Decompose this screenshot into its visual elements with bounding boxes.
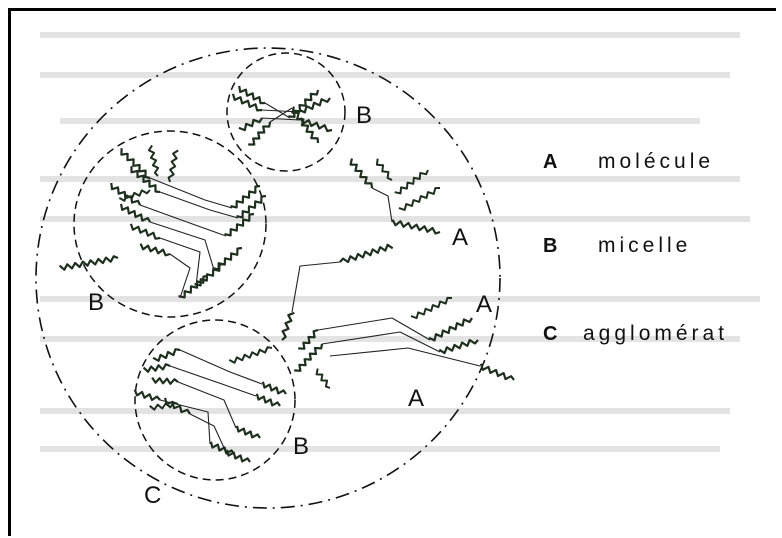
chain-micelle-bottom-1-backbone	[180, 350, 262, 384]
chain-micelle-bottom-2-tail	[144, 364, 170, 372]
chain-micelle-left-2-backbone	[160, 192, 238, 218]
chain-micelle-bottom-1-tail	[153, 349, 180, 361]
chain-micelle-left-tail-extra-1	[149, 145, 158, 176]
chain-micelle-bottom-4-tail	[135, 390, 160, 400]
chain-micelle-top-3-tail	[239, 86, 265, 103]
chain-micelle-left-1-tail	[121, 148, 150, 178]
legend-term-micelle: micelle	[598, 234, 691, 257]
label-molecule-2: A	[476, 291, 492, 318]
chain-micelle-bottom-1-tail	[263, 382, 286, 394]
chain-molecule-a2-backbone	[292, 262, 340, 312]
legend-key-b: B	[543, 235, 557, 257]
agglomerate-boundary	[36, 48, 500, 508]
chain-molecule-a3-tail-extra	[317, 369, 330, 388]
chain-molecule-a1-tail	[351, 159, 372, 189]
label-agglomerate: C	[144, 482, 161, 509]
label-micelle-top: B	[356, 102, 372, 129]
chain-micelle-left-4-tail	[213, 248, 243, 269]
legend-key-a: A	[543, 151, 557, 173]
chain-molecule-a2-tail	[340, 245, 393, 262]
chain-micelle-bottom-4-backbone	[160, 400, 210, 444]
legend-term-agglomerate: agglomérat	[583, 322, 728, 345]
chain-micelle-bottom-3-tail	[152, 378, 178, 384]
legend-key-c: C	[543, 323, 557, 345]
chain-micelle-left-6-tail	[141, 244, 170, 256]
chain-micelle-left-5-tail	[131, 224, 160, 239]
chain-molecule-a2-tail	[282, 313, 294, 340]
chain-molecule-left-tail	[60, 256, 118, 269]
molecule-chains	[60, 86, 514, 462]
label-molecule-1: A	[452, 224, 468, 251]
label-molecule-3: A	[408, 385, 424, 412]
chain-micelle-left-5-backbone	[160, 238, 200, 286]
chain-micelle-left-6-tail	[179, 276, 209, 297]
label-micelle-left: B	[88, 289, 104, 316]
chain-micelle-bottom-2-backbone	[170, 366, 256, 396]
legend-term-molecule: molécule	[598, 150, 714, 173]
chain-micelle-bottom-2-tail	[257, 394, 280, 406]
chain-molecule-a3c-backbone	[330, 348, 480, 366]
chain-molecule-a3c-tail	[481, 364, 514, 380]
chain-micelle-bottom-3-backbone	[178, 382, 236, 428]
chain-molecule-a1-tail-4	[399, 188, 440, 210]
label-micelle-bottom: B	[293, 433, 309, 460]
chain-micelle-bottom-tail-extra-2	[229, 347, 272, 363]
chain-micelle-bottom-3-tail	[237, 426, 260, 438]
